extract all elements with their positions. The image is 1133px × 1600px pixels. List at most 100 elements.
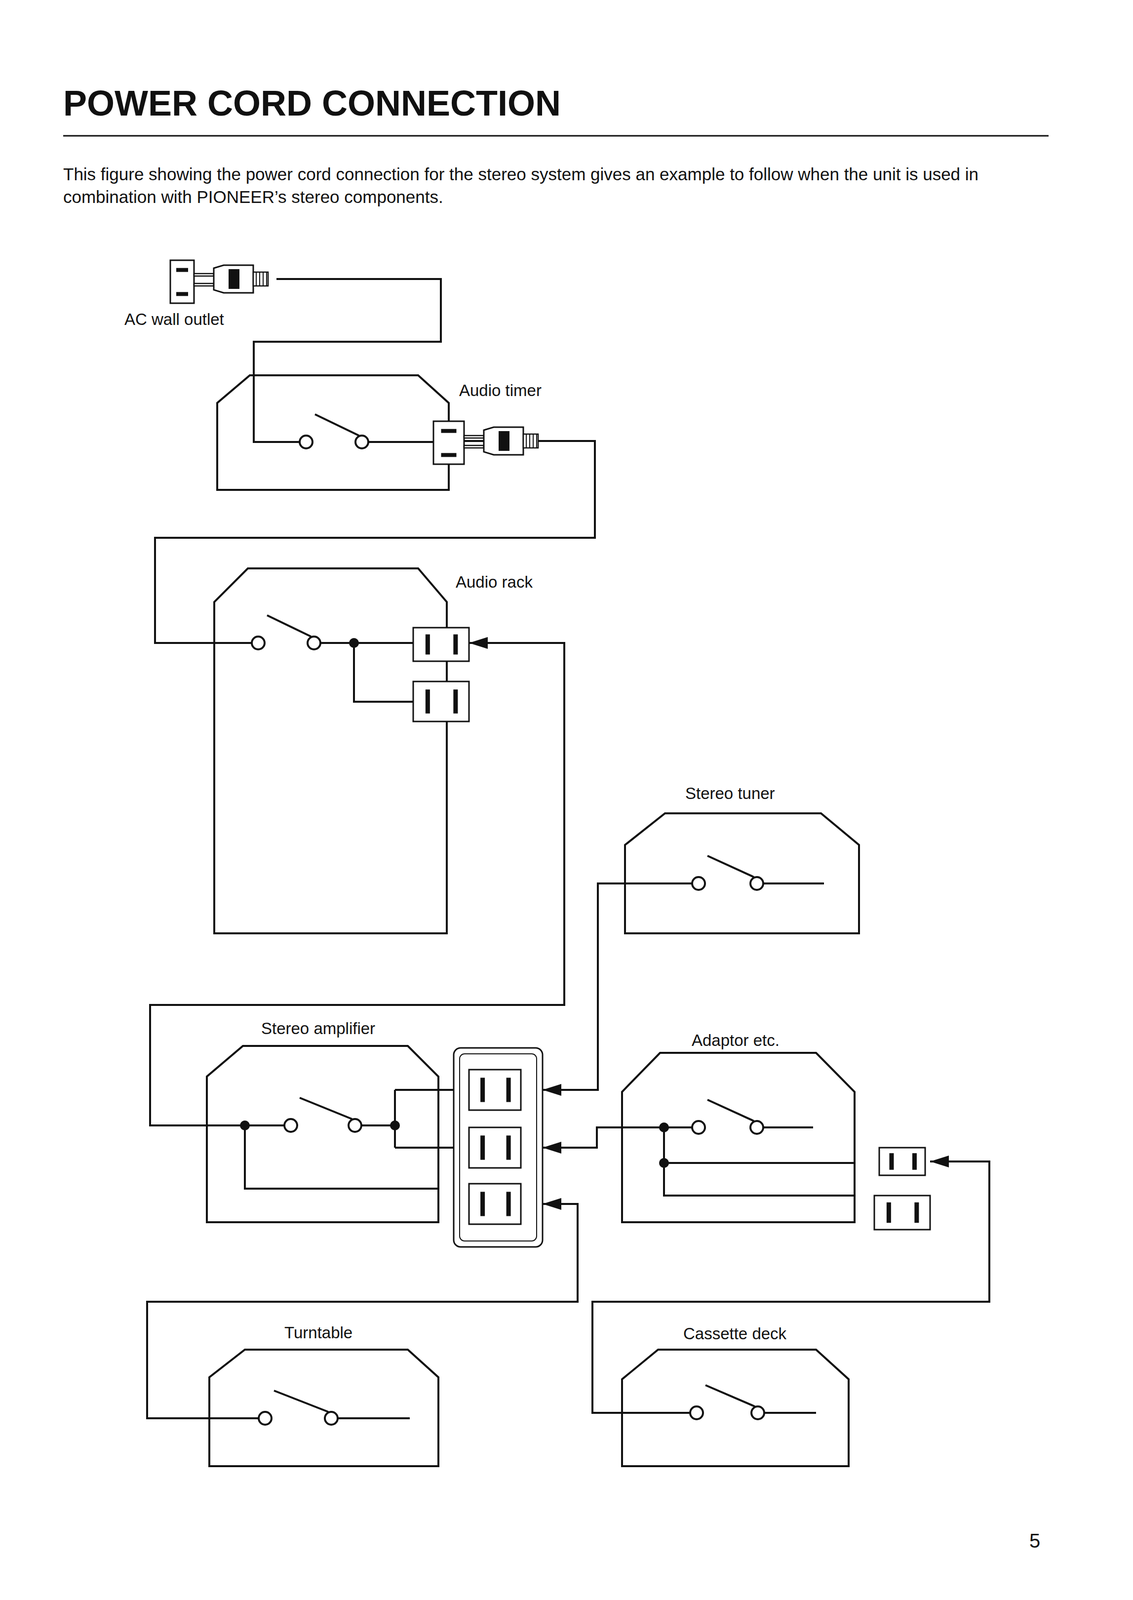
strain-relief — [253, 272, 269, 286]
component-label: Stereo tuner — [685, 783, 776, 803]
strain-relief — [523, 433, 539, 448]
wire — [337, 1416, 410, 1419]
wire — [763, 882, 824, 885]
component-box: Stereo amplifier — [206, 1045, 543, 1247]
intro-caption: This figure showing the power cord conne… — [63, 162, 1039, 208]
switch-blade — [707, 855, 754, 877]
switch-contact — [692, 876, 705, 890]
component-label: Audio timer — [459, 381, 542, 400]
outlet-slot — [506, 1134, 511, 1160]
component-box: Cassette deck — [622, 1349, 849, 1466]
wire — [353, 642, 414, 702]
outlet-slot — [176, 268, 189, 273]
switch-contact — [251, 636, 265, 650]
power-outlet — [170, 260, 195, 304]
switch-contact — [324, 1411, 338, 1425]
switch-blade — [299, 1097, 352, 1119]
wire — [664, 1161, 855, 1164]
outlet-strip — [453, 1047, 543, 1247]
component-outline — [209, 1349, 439, 1466]
outlet-slot — [425, 634, 430, 655]
power-cord — [155, 440, 595, 643]
component-box: Stereo tuner — [625, 813, 860, 934]
page-title: POWER CORD CONNECTION — [63, 82, 561, 124]
switch-contact — [750, 876, 764, 890]
switch-contact — [258, 1411, 272, 1425]
switch-blade — [705, 1384, 755, 1407]
outlet-slot — [176, 291, 189, 296]
switch-contact — [692, 1120, 705, 1134]
switch-contact — [348, 1118, 362, 1132]
strain-relief-rib — [262, 272, 264, 286]
switch-contact — [355, 435, 369, 449]
power-cord — [542, 1127, 623, 1148]
plug-prong — [464, 435, 484, 438]
switch-blade — [267, 615, 312, 637]
plug-grip — [498, 430, 510, 451]
page-number: 5 — [1029, 1529, 1041, 1552]
power-outlet — [468, 1069, 521, 1110]
switch-contact — [751, 1406, 765, 1419]
component-label: Adaptor etc. — [691, 1030, 780, 1050]
component-box: Turntable — [209, 1349, 439, 1466]
switch-contact — [284, 1118, 298, 1132]
component-outline — [625, 813, 860, 934]
component-label: Stereo amplifier — [261, 1018, 376, 1038]
outlet-slot — [480, 1134, 485, 1160]
power-outlet — [879, 1147, 926, 1175]
wire — [664, 1127, 855, 1196]
wire — [622, 1126, 693, 1129]
wire — [393, 1089, 396, 1148]
outlet-slot — [441, 452, 457, 457]
wire — [214, 641, 252, 644]
wire — [625, 882, 693, 885]
power-outlet — [468, 1183, 521, 1224]
junction-dot — [239, 1120, 250, 1131]
plug-prong — [194, 283, 214, 286]
component-outline — [206, 1045, 439, 1222]
power-cord — [253, 278, 441, 442]
component-box: Audio rack — [214, 568, 469, 934]
wire — [244, 1125, 439, 1189]
strain-relief-rib — [532, 433, 534, 448]
power-cord — [592, 1161, 990, 1413]
junction-dot — [390, 1120, 400, 1131]
wire — [320, 641, 414, 644]
outlet-slot — [912, 1152, 917, 1170]
component-box: Audio timer — [217, 375, 465, 490]
switch-contact — [307, 636, 321, 650]
outlet-slot — [453, 634, 458, 655]
junction-dot — [659, 1157, 669, 1168]
strain-relief-rib — [529, 433, 531, 448]
power-cord — [542, 883, 626, 1090]
plug-body — [213, 265, 254, 293]
component-label: Audio rack — [455, 572, 533, 592]
plug-prong — [194, 273, 214, 276]
plug-grip — [228, 269, 240, 289]
power-outlet — [413, 627, 469, 662]
switch-blade — [273, 1390, 329, 1412]
wire — [763, 1126, 814, 1129]
component-outline — [622, 1052, 855, 1222]
strain-relief-rib — [525, 433, 527, 448]
power-cord — [147, 1203, 578, 1418]
component-outline — [217, 375, 449, 490]
power-cord — [150, 642, 565, 1126]
outlet-slot — [453, 689, 458, 714]
outlet-slot — [480, 1077, 485, 1102]
wire — [368, 440, 434, 443]
wire — [361, 1124, 395, 1127]
outlet-slot — [886, 1202, 892, 1223]
power-outlet — [413, 681, 469, 722]
component-label: Turntable — [284, 1323, 353, 1342]
part-label: AC wall outlet — [124, 310, 225, 329]
wire — [764, 1411, 817, 1414]
switch-blade — [707, 1099, 754, 1121]
strain-relief-rib — [255, 272, 257, 286]
switch-contact — [690, 1406, 704, 1419]
title-rule — [63, 135, 1049, 137]
